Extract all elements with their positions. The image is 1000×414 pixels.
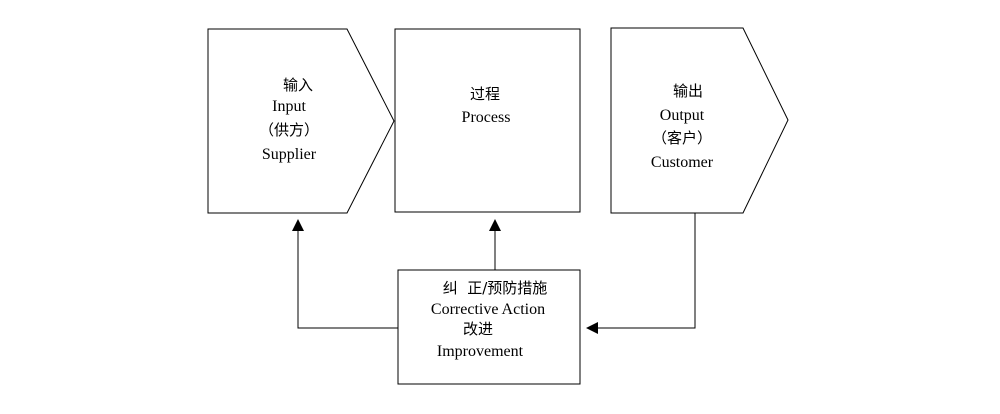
input-title-cn: 输入: [283, 76, 313, 94]
process-title-cn: 过程: [470, 85, 500, 103]
improvement-line1-en: Corrective Action: [431, 301, 545, 318]
input-title-en: Input: [272, 98, 306, 115]
input-shape: [207, 28, 395, 214]
input-role-en: Supplier: [262, 146, 317, 163]
output-role-cn: （客户）: [652, 129, 712, 147]
output-role-en: Customer: [651, 154, 714, 171]
output-title-cn: 输出: [673, 82, 703, 100]
connectors: [292, 213, 696, 334]
process-shape: [394, 28, 581, 213]
input-role-cn: （供方）: [259, 121, 319, 139]
process-title-en: Process: [462, 109, 511, 126]
output-shape: [610, 27, 789, 214]
output-node: 输出 Output （客户） Customer: [610, 27, 789, 214]
improvement-node: 纠 正/预防措施 Corrective Action 改进 Improvemen…: [397, 269, 581, 385]
improvement-line2-cn: 改进: [463, 320, 493, 338]
arrow-improvement-to-input: [292, 219, 398, 329]
process-node: 过程 Process: [394, 28, 581, 213]
improvement-line1-cn: 纠 正/预防措施: [443, 279, 548, 297]
improvement-shape: [397, 269, 581, 385]
input-node: 输入 Input （供方） Supplier: [207, 28, 395, 214]
improvement-line2-en: Improvement: [437, 343, 524, 360]
arrow-output-to-improvement: [586, 213, 696, 334]
output-title-en: Output: [660, 107, 705, 124]
